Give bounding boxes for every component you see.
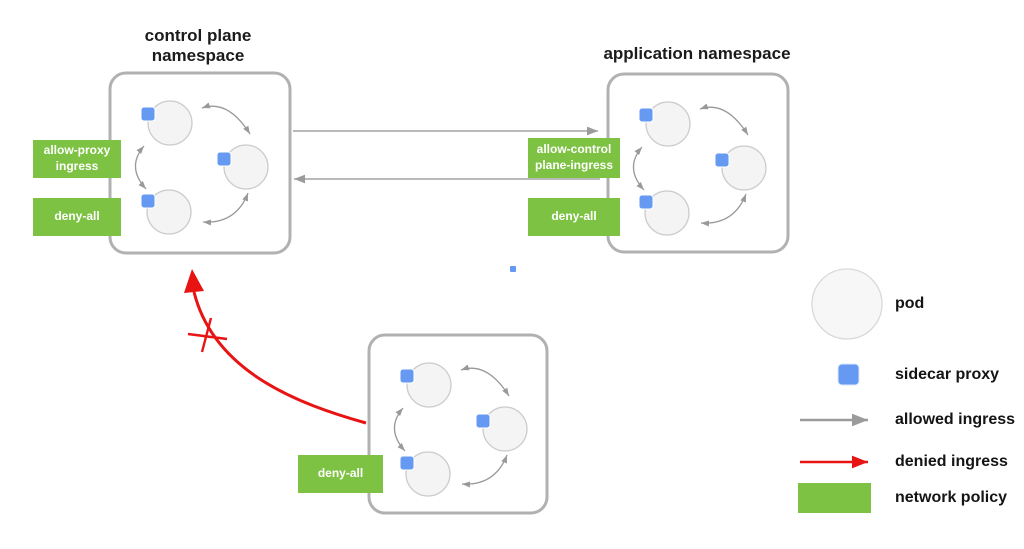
policy-deny-all-control-plane: deny-all xyxy=(33,198,121,236)
policy-allow-proxy-ingress: allow-proxy ingress xyxy=(33,140,121,178)
policy-deny-all-unnamed: deny-all xyxy=(298,455,383,493)
policy-allow-control-plane-ingress: allow-control plane-ingress xyxy=(528,138,620,178)
legend-denied-ingress-label: denied ingress xyxy=(895,453,1008,470)
legend-sidecar-proxy-label: sidecar proxy xyxy=(895,366,1000,383)
application-namespace-title: application namespace xyxy=(603,44,791,63)
legend-pod-icon xyxy=(811,268,883,340)
legend-allowed-ingress-label: allowed ingress xyxy=(895,411,1016,428)
denied-cross-icon xyxy=(187,317,228,353)
legend-sidecar-proxy-icon xyxy=(837,363,860,386)
sidecar-proxy-dot xyxy=(510,266,516,272)
legend-pod-label: pod xyxy=(895,295,925,312)
legend-network-policy-label: network policy xyxy=(895,489,1008,506)
legend-network-policy-swatch xyxy=(798,483,871,513)
control-plane-namespace-title: control plane namespace xyxy=(144,26,252,66)
denied-ingress-arrow xyxy=(192,291,367,425)
denied-ingress-arrowhead xyxy=(184,269,204,293)
policy-deny-all-application: deny-all xyxy=(528,198,620,236)
